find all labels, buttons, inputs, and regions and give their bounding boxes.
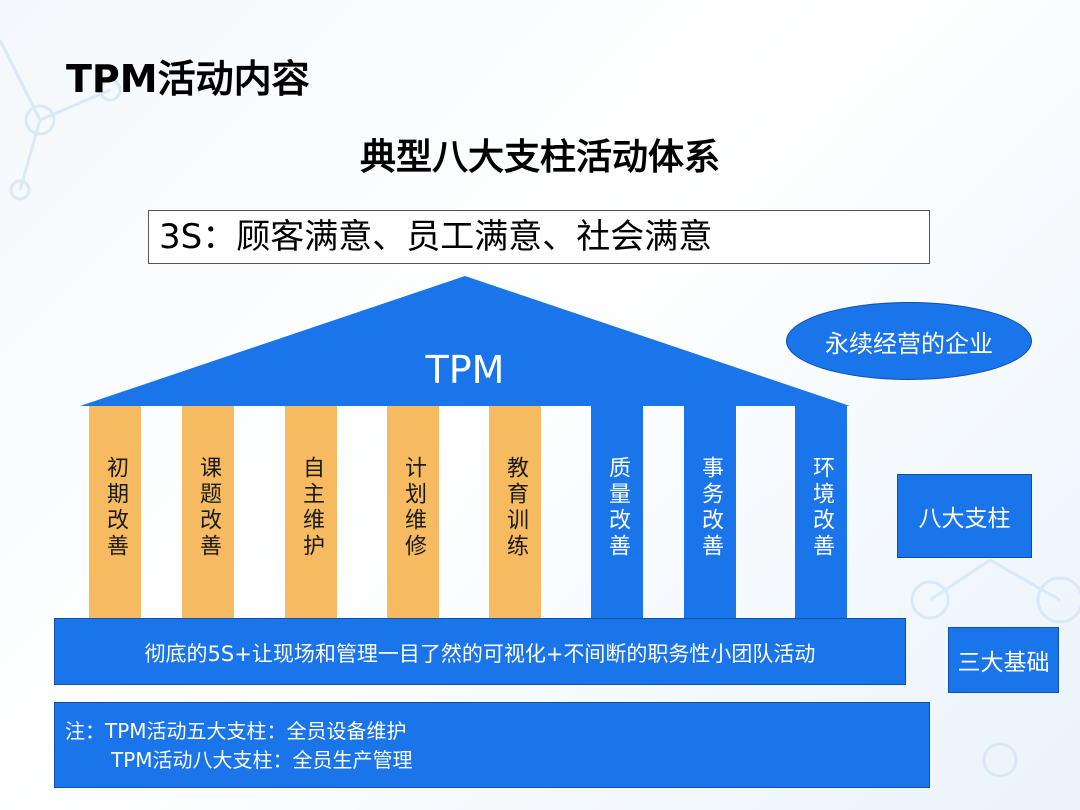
- note-box: 注：TPM活动五大支柱：全员设备维护 TPM活动八大支柱：全员生产管理: [54, 702, 930, 788]
- sustainable-enterprise-ellipse: 永续经营的企业: [786, 302, 1032, 380]
- tpm-roof-label: TPM: [425, 348, 505, 392]
- pillar-label: 事务改善: [698, 456, 723, 560]
- goal-box: 3S：顾客满意、员工满意、社会满意: [148, 210, 930, 264]
- pillar-2: 课题改善: [182, 406, 234, 618]
- note-line-2: TPM活动八大支柱：全员生产管理: [111, 748, 413, 772]
- pillar-label: 课题改善: [196, 456, 221, 560]
- pillar-1: 初期改善: [89, 406, 141, 618]
- pillar-4: 计划维修: [387, 406, 439, 618]
- page-title: TPM活动内容: [66, 57, 310, 101]
- pillar-label: 自主维护: [299, 456, 324, 560]
- eight-pillars-box: 八大支柱: [897, 474, 1032, 558]
- pillar-8: 环境改善: [795, 406, 847, 618]
- pillar-label: 教育训练: [503, 456, 528, 560]
- pillar-7: 事务改善: [684, 406, 736, 618]
- note-line-1: 注：TPM活动五大支柱：全员设备维护: [65, 719, 407, 743]
- foundation-bar: 彻底的5S+让现场和管理一目了然的可视化+不间断的职务性小团队活动: [54, 618, 906, 685]
- pillar-3: 自主维护: [285, 406, 337, 618]
- pillar-5: 教育训练: [489, 406, 541, 618]
- pillar-label: 计划维修: [401, 456, 426, 560]
- pillar-6: 质量改善: [591, 406, 643, 618]
- three-foundations-box: 三大基础: [948, 627, 1059, 693]
- pillar-label: 环境改善: [809, 456, 834, 560]
- diagram-subtitle: 典型八大支柱活动体系: [359, 137, 720, 178]
- pillar-label: 初期改善: [103, 456, 128, 560]
- pillar-label: 质量改善: [605, 456, 630, 560]
